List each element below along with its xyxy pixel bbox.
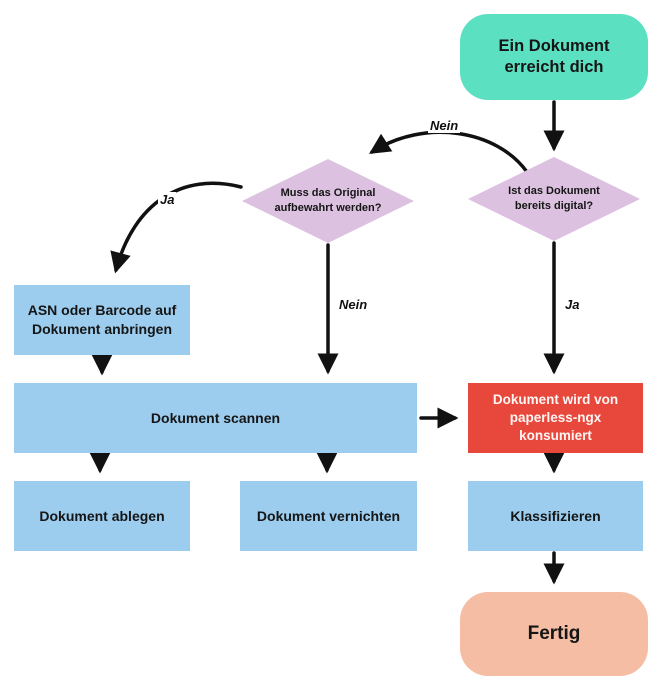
node-file-document: Dokument ablegen bbox=[14, 481, 190, 551]
edge-digital-to-original bbox=[369, 130, 529, 174]
node-decision-original-label: Muss das Original aufbewahrt werden? bbox=[274, 186, 382, 214]
node-destroy-document: Dokument vernichten bbox=[240, 481, 417, 551]
node-destroy-document-label: Dokument vernichten bbox=[256, 507, 401, 524]
node-start-label: Ein Dokument erreicht dich bbox=[498, 36, 610, 76]
edge-label-ja-right: Ja bbox=[563, 297, 582, 312]
node-scan-label: Dokument scannen bbox=[150, 409, 281, 426]
node-asn-barcode-label: ASN oder Barcode auf Dokument anbringen bbox=[27, 302, 177, 337]
node-scan: Dokument scannen bbox=[14, 383, 417, 453]
node-asn-barcode: ASN oder Barcode auf Dokument anbringen bbox=[14, 285, 190, 355]
edge-original-to-asn bbox=[110, 181, 243, 274]
edge-label-nein-mid: Nein bbox=[337, 297, 370, 312]
node-start: Ein Dokument erreicht dich bbox=[460, 14, 648, 100]
node-consume-label: Dokument wird von paperless-ngx konsumie… bbox=[492, 391, 619, 444]
edge-label-nein-top: Nein bbox=[428, 118, 461, 133]
node-done-label: Fertig bbox=[527, 623, 581, 644]
node-decision-digital-label: Ist das Dokument bereits digital? bbox=[508, 184, 600, 212]
node-file-document-label: Dokument ablegen bbox=[39, 507, 165, 524]
node-classify-label: Klassifizieren bbox=[510, 507, 601, 524]
edge-label-ja-left: Ja bbox=[158, 192, 177, 207]
node-classify: Klassifizieren bbox=[468, 481, 643, 551]
node-done: Fertig bbox=[460, 592, 648, 676]
node-consume: Dokument wird von paperless-ngx konsumie… bbox=[468, 383, 643, 453]
